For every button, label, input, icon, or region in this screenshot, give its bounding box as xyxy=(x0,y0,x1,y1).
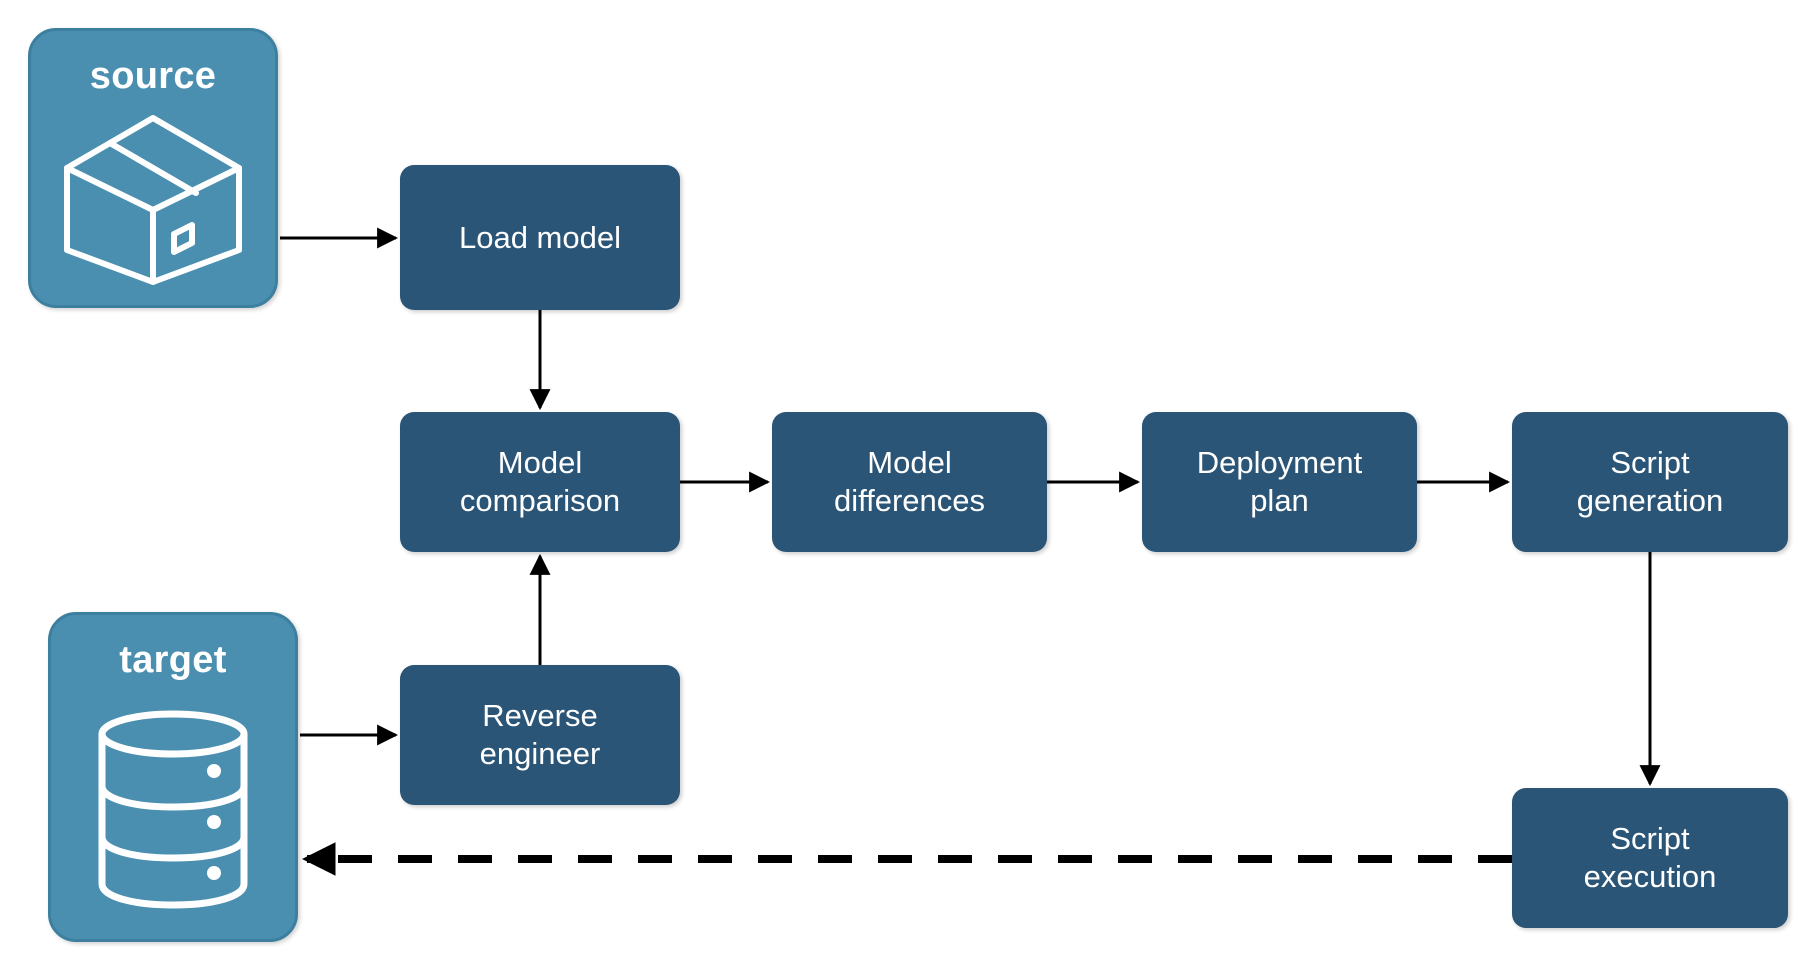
process-script-execution-label: Script execution xyxy=(1583,821,1717,894)
process-model-comparison[interactable]: Model comparison xyxy=(400,412,680,552)
endpoint-source[interactable]: source xyxy=(28,28,278,308)
process-script-generation[interactable]: Script generation xyxy=(1512,412,1788,552)
process-model-differences[interactable]: Model differences xyxy=(772,412,1047,552)
process-model-comparison-label: Model comparison xyxy=(459,445,621,518)
endpoint-target-label: target xyxy=(119,639,227,681)
process-deployment-plan[interactable]: Deployment plan xyxy=(1142,412,1417,552)
process-reverse-engineer-label: Reverse engineer xyxy=(479,698,601,771)
endpoint-target[interactable]: target xyxy=(48,612,298,942)
process-deployment-plan-label: Deployment plan xyxy=(1196,445,1363,518)
endpoint-source-label: source xyxy=(89,55,217,97)
process-script-execution[interactable]: Script execution xyxy=(1512,788,1788,928)
process-load-model-label: Load model xyxy=(458,219,621,255)
process-script-generation-label: Script generation xyxy=(1576,445,1724,518)
process-model-differences-label: Model differences xyxy=(833,445,986,518)
process-reverse-engineer[interactable]: Reverse engineer xyxy=(400,665,680,805)
database-cylinder-icon xyxy=(51,679,295,939)
process-load-model[interactable]: Load model xyxy=(400,165,680,310)
package-box-icon xyxy=(31,95,275,305)
